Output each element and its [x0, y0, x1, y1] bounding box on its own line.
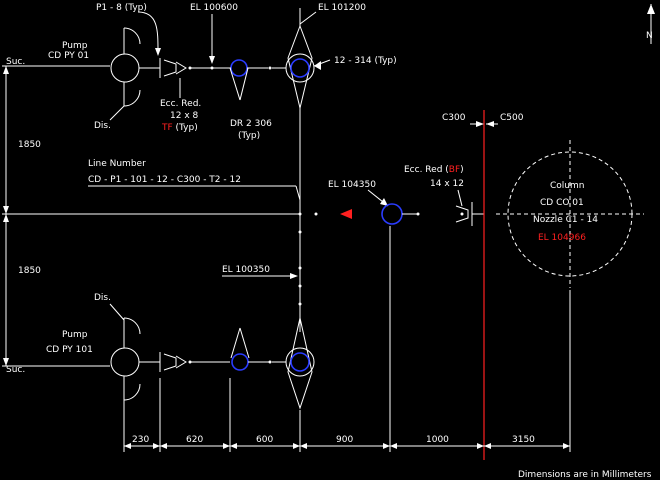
ecc-right-bf: BF [449, 165, 460, 175]
pump-bottom-name: Pump [62, 330, 88, 340]
north-arrow-icon [647, 4, 655, 44]
reducer-bottom-symbol [159, 352, 230, 372]
pump-top-tag: CD PY 01 [48, 51, 89, 61]
column-line2: CD CO 01 [540, 198, 584, 208]
el-top-valve: EL 100600 [190, 3, 238, 13]
p1-dia-label: P1 - 8 (Typ) [96, 3, 147, 13]
dim-bottom-1: 230 [132, 435, 149, 445]
pump-bottom-symbol [110, 317, 160, 401]
discharge-label-bottom: Dis. [94, 293, 111, 303]
dim-top-c500: C500 [500, 113, 524, 123]
line-number-value: CD - P1 - 101 - 12 - C300 - T2 - 12 [88, 175, 241, 185]
discharge-label-top: Dis. [94, 121, 111, 131]
el-lower: EL 100350 [222, 265, 270, 275]
dim-bottom-2: 620 [186, 435, 203, 445]
branch-top-label: 12 - 314 (Typ) [334, 56, 397, 66]
ecc-right-line1: Ecc. Red (BF) [404, 165, 464, 175]
suction-label-bottom: Suc. [6, 365, 25, 375]
drain-top-line2: (Typ) [238, 131, 260, 141]
dim-bottom-5: 1000 [426, 435, 449, 445]
ecc-right-line2: 14 x 12 [430, 179, 464, 189]
gate-valve-top-icon [272, 8, 315, 214]
column-line1: Column [550, 181, 584, 191]
drain-valve-bottom-icon [230, 327, 270, 371]
el-top-right: EL 101200 [318, 3, 366, 13]
dim-top-c300: C300 [442, 113, 466, 123]
gate-valve-bottom-icon [272, 317, 315, 410]
dim-bottom-6: 3150 [512, 435, 535, 445]
ecc-top-typ: (Typ) [173, 123, 198, 133]
suction-label-top: Suc. [6, 57, 25, 67]
dim-bottom-3: 600 [256, 435, 273, 445]
dimension-left-lower: 1850 [18, 266, 41, 276]
flow-arrow-icon [340, 209, 352, 219]
bottom-dimension-line [123, 226, 571, 452]
reducer-right-symbol [455, 202, 484, 226]
pump-bottom-tag: CD PY 101 [46, 345, 93, 355]
ecc-right-c: ) [460, 165, 464, 175]
dimension-left-upper: 1850 [18, 140, 41, 150]
column-vessel-symbol [496, 140, 644, 288]
drain-top-line1: DR 2 306 [230, 119, 272, 129]
pump-top-symbol [110, 27, 160, 107]
ecc-top-line2: 12 x 8 [170, 111, 199, 121]
ecc-top-tf: TF [161, 123, 173, 133]
dim-bottom-4: 900 [336, 435, 353, 445]
column-line4: EL 104966 [538, 233, 586, 243]
drain-valve-top-icon [222, 59, 268, 101]
ecc-top-line1: Ecc. Red. [160, 99, 201, 109]
ecc-right-a: Ecc. Red ( [404, 165, 449, 175]
reducer-top-symbol [159, 58, 222, 78]
north-label: N [646, 31, 653, 41]
left-dimension-line [2, 65, 300, 367]
line-number-title: Line Number [88, 159, 146, 169]
pump-top-name: Pump [62, 41, 88, 51]
el-mid: EL 104350 [328, 180, 376, 190]
column-line3: Nozzle C1 - 14 [533, 215, 598, 225]
ecc-top-line3: TF (Typ) [161, 123, 198, 133]
footer-note: Dimensions are in Millimeters [518, 470, 652, 480]
check-valve-mid-icon [381, 203, 418, 225]
